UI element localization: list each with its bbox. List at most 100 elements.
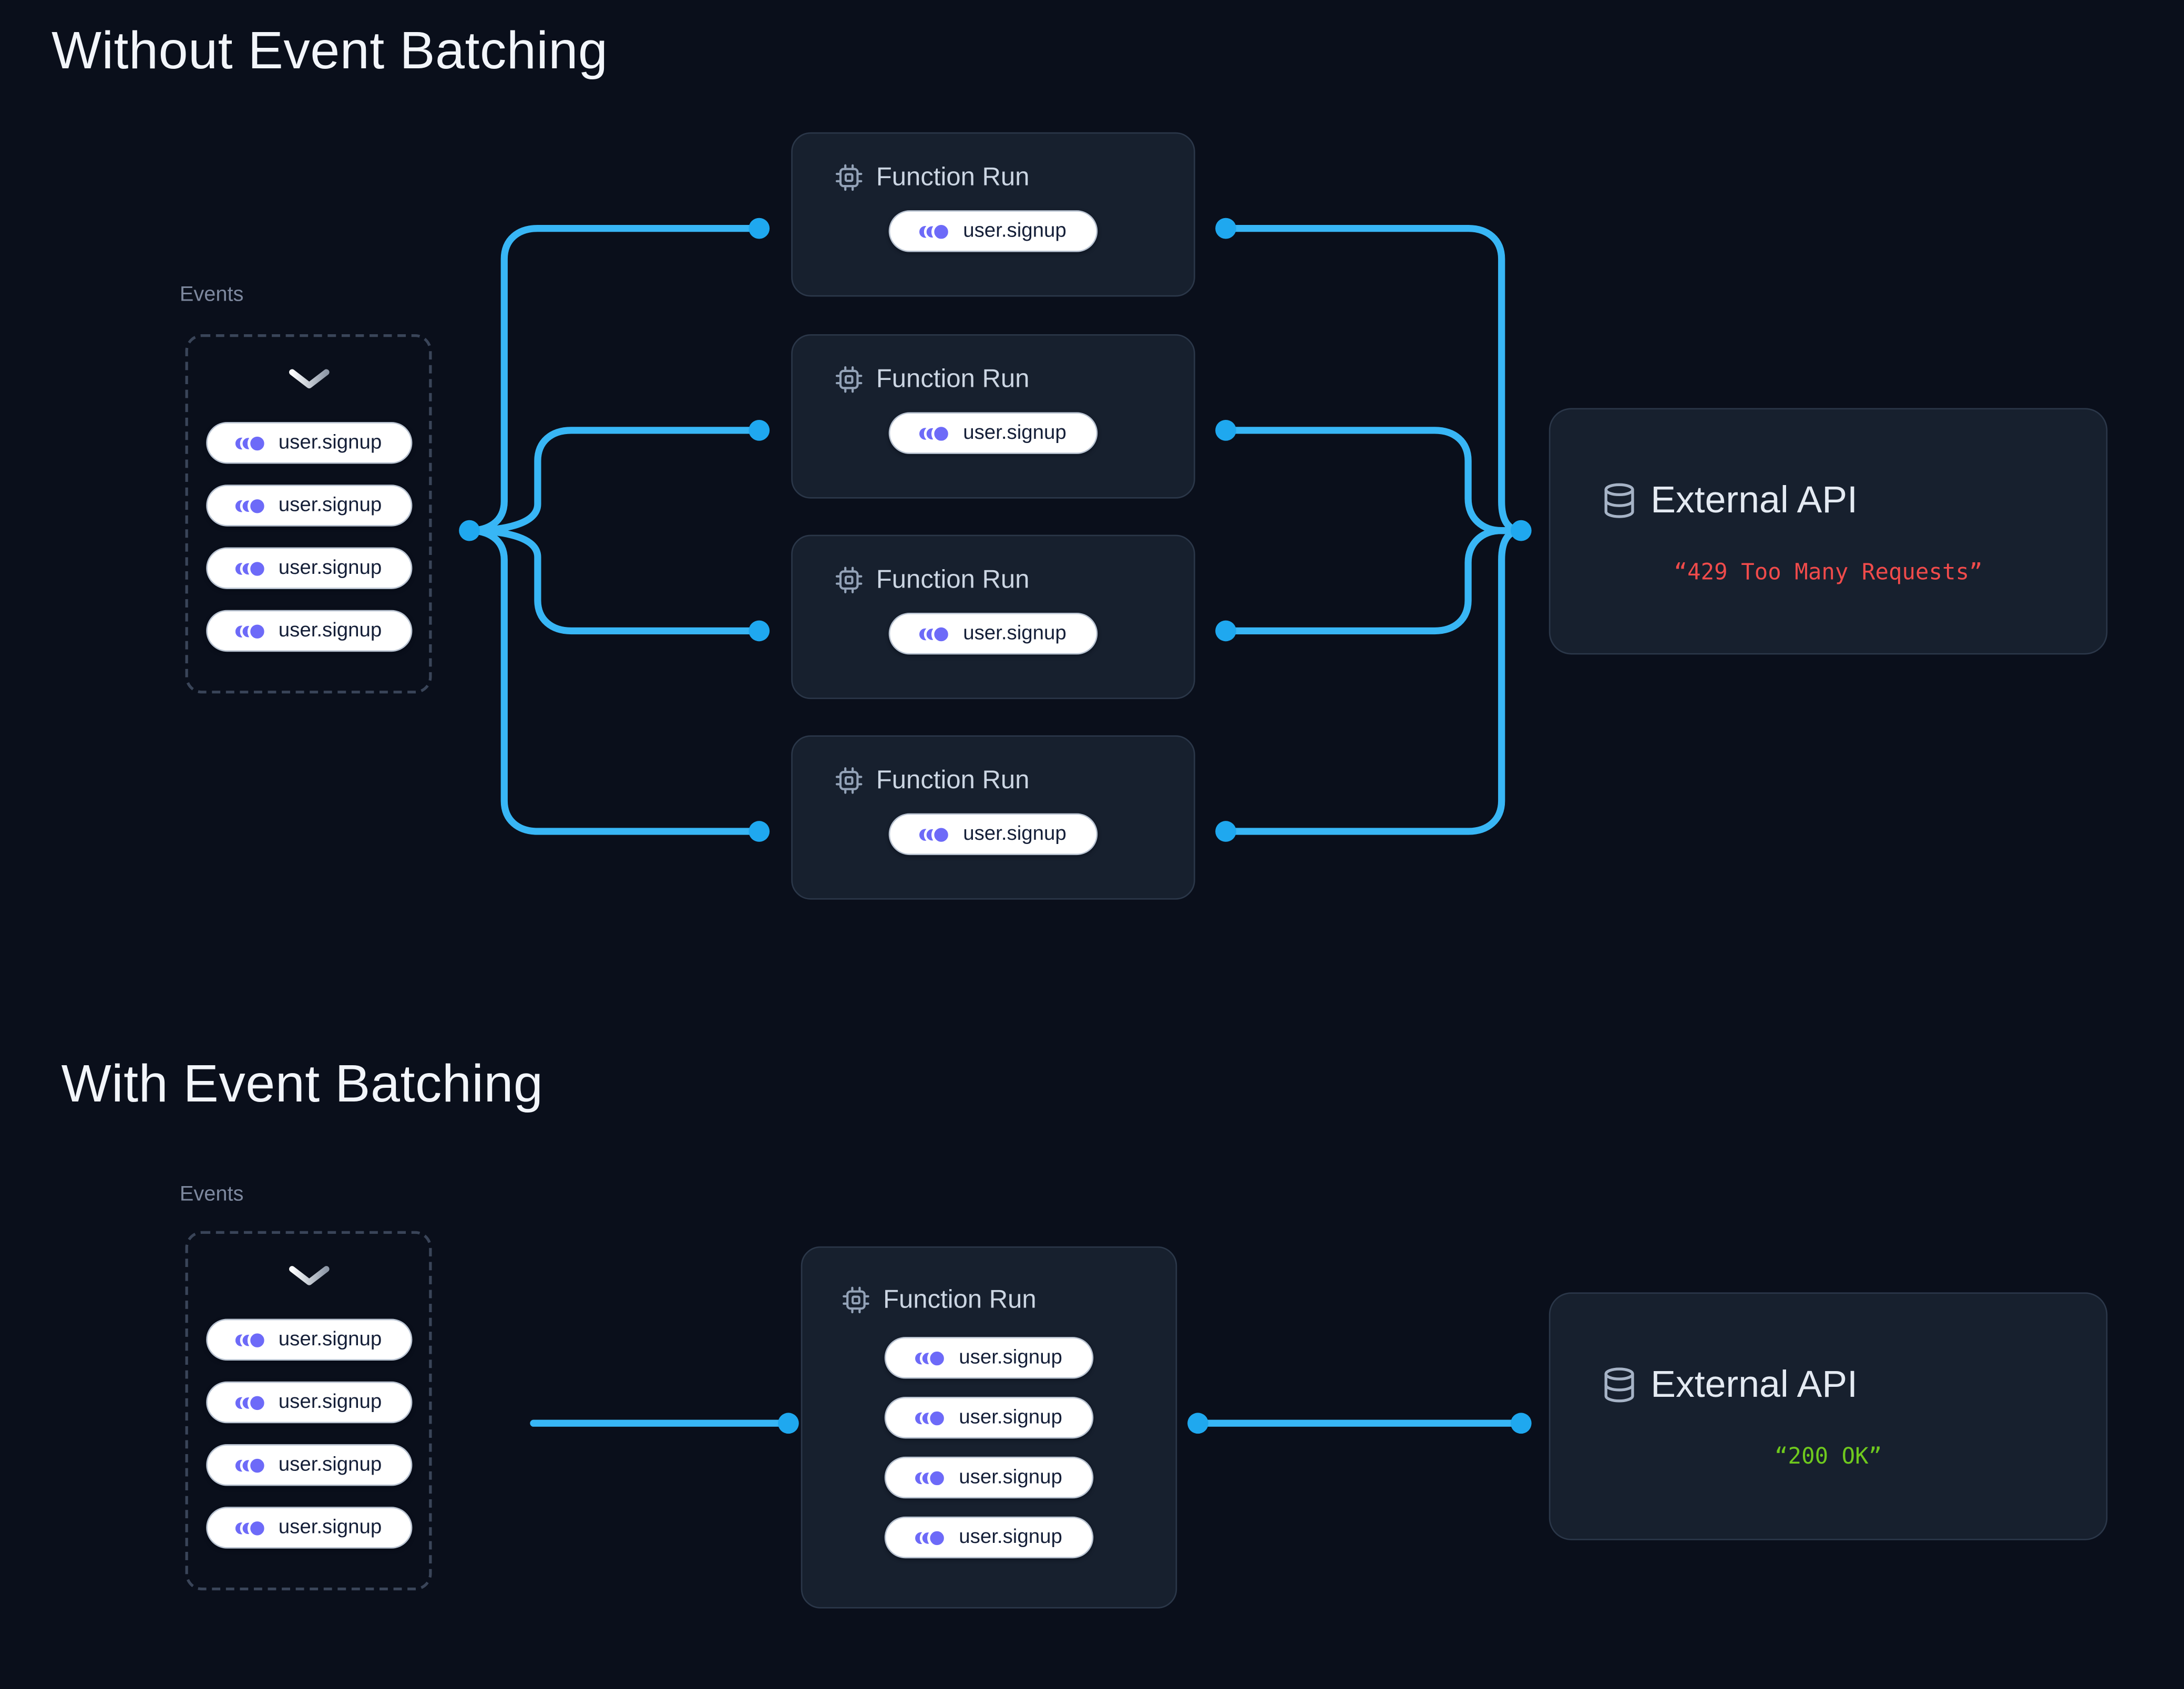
event-pill: user.signup bbox=[888, 412, 1098, 454]
cpu-icon bbox=[834, 364, 864, 394]
api-status-200: “200 OK” bbox=[1775, 1443, 1882, 1469]
event-icon bbox=[235, 495, 269, 516]
external-api-card: External API “200 OK” bbox=[1549, 1292, 2108, 1540]
event-pill-label: user.signup bbox=[963, 220, 1067, 243]
wire-fanin-1 bbox=[1222, 224, 1525, 534]
node-dot bbox=[1215, 821, 1236, 842]
event-pill: user.signup bbox=[884, 1337, 1094, 1379]
database-icon bbox=[1601, 1365, 1638, 1405]
node-dot bbox=[748, 821, 770, 842]
event-pill: user.signup bbox=[884, 1516, 1094, 1559]
events-label: Events bbox=[179, 282, 244, 306]
event-pill-label: user.signup bbox=[278, 620, 382, 642]
node-dot bbox=[1187, 1413, 1208, 1434]
node-dot bbox=[1215, 218, 1236, 239]
event-pill: user.signup bbox=[888, 210, 1098, 252]
external-api-card: External API “429 Too Many Requests” bbox=[1549, 408, 2108, 655]
event-pill: user.signup bbox=[888, 813, 1098, 856]
event-pill: user.signup bbox=[205, 610, 412, 652]
function-run-header: Function Run bbox=[842, 1284, 1176, 1314]
event-pill-label: user.signup bbox=[278, 1454, 382, 1476]
node-dot bbox=[1510, 1413, 1532, 1434]
function-run-card-batched: Function Run user.signup user.signup use… bbox=[801, 1246, 1177, 1609]
event-pill: user.signup bbox=[205, 1381, 412, 1424]
node-dot bbox=[748, 218, 770, 239]
event-icon bbox=[920, 423, 953, 444]
function-run-card: Function Run user.signup bbox=[791, 534, 1195, 699]
external-api-title: External API bbox=[1650, 1363, 1858, 1405]
section-title-with-batching: With Event Batching bbox=[61, 1055, 544, 1114]
event-pill: user.signup bbox=[888, 613, 1098, 655]
event-icon bbox=[235, 432, 269, 454]
event-pill-label: user.signup bbox=[959, 1346, 1062, 1369]
cpu-icon bbox=[834, 765, 864, 795]
events-group: user.signup user.signup user.signup user… bbox=[185, 334, 432, 694]
event-pill: user.signup bbox=[205, 1319, 412, 1361]
function-run-title: Function Run bbox=[876, 161, 1030, 191]
wire-fanout-4 bbox=[466, 527, 763, 835]
section-title-without-batching: Without Event Batching bbox=[52, 22, 608, 81]
event-pill-label: user.signup bbox=[278, 1391, 382, 1414]
chevron-down-icon bbox=[285, 365, 332, 393]
event-icon bbox=[920, 623, 953, 644]
function-run-header: Function Run bbox=[834, 161, 1194, 192]
event-pill-label: user.signup bbox=[278, 494, 382, 517]
event-icon bbox=[235, 558, 269, 579]
database-icon bbox=[1601, 480, 1638, 521]
events-label: Events bbox=[179, 1182, 244, 1206]
cpu-icon bbox=[834, 565, 864, 594]
event-icon bbox=[235, 1329, 269, 1350]
event-pill-label: user.signup bbox=[963, 823, 1067, 846]
event-icon bbox=[920, 221, 953, 242]
event-pill: user.signup bbox=[205, 547, 412, 589]
function-run-title: Function Run bbox=[883, 1284, 1037, 1313]
event-pill-label: user.signup bbox=[278, 431, 382, 454]
event-pill: user.signup bbox=[205, 485, 412, 527]
function-run-title: Function Run bbox=[876, 363, 1030, 393]
node-dot bbox=[748, 620, 770, 642]
event-icon bbox=[916, 1467, 949, 1488]
event-pill-label: user.signup bbox=[278, 1328, 382, 1351]
external-api-title: External API bbox=[1650, 479, 1858, 521]
event-icon bbox=[235, 1517, 269, 1538]
event-pill: user.signup bbox=[884, 1396, 1094, 1439]
event-pill-label: user.signup bbox=[278, 557, 382, 580]
node-dot bbox=[748, 419, 770, 441]
cpu-icon bbox=[834, 162, 864, 192]
event-icon bbox=[235, 1392, 269, 1413]
event-icon bbox=[235, 1455, 269, 1476]
chevron-down-icon bbox=[285, 1262, 332, 1290]
external-api-header: External API bbox=[1601, 479, 2106, 522]
wire-fanin-2 bbox=[1222, 427, 1525, 534]
batched-pill-list: user.signup user.signup user.signup user… bbox=[802, 1337, 1175, 1559]
function-run-title: Function Run bbox=[876, 764, 1030, 794]
external-api-header: External API bbox=[1601, 1363, 2106, 1406]
node-dot bbox=[1215, 620, 1236, 642]
events-group: user.signup user.signup user.signup user… bbox=[185, 1231, 432, 1591]
wire-fanout-2 bbox=[466, 427, 763, 534]
function-run-header: Function Run bbox=[834, 364, 1194, 394]
event-icon bbox=[916, 1347, 949, 1368]
event-pill: user.signup bbox=[205, 1507, 412, 1549]
cpu-icon bbox=[842, 1285, 871, 1314]
node-dot bbox=[778, 1413, 799, 1434]
event-icon bbox=[235, 621, 269, 642]
event-pill-label: user.signup bbox=[959, 1406, 1062, 1429]
wire-fanin-4 bbox=[1222, 527, 1525, 835]
function-run-header: Function Run bbox=[834, 564, 1194, 594]
wire-fanin-3 bbox=[1222, 527, 1525, 635]
event-pill-list: user.signup user.signup user.signup user… bbox=[205, 1319, 412, 1549]
function-run-card: Function Run user.signup bbox=[791, 735, 1195, 900]
function-run-card: Function Run user.signup bbox=[791, 132, 1195, 297]
function-run-card: Function Run user.signup bbox=[791, 334, 1195, 499]
node-dot bbox=[1510, 520, 1532, 541]
event-icon bbox=[920, 823, 953, 845]
event-pill-label: user.signup bbox=[963, 622, 1067, 645]
node-dot bbox=[1215, 419, 1236, 441]
event-pill: user.signup bbox=[205, 421, 412, 464]
function-run-title: Function Run bbox=[876, 564, 1030, 593]
node-dot bbox=[459, 520, 480, 541]
function-run-header: Function Run bbox=[834, 765, 1194, 795]
api-status-429: “429 Too Many Requests” bbox=[1674, 558, 1983, 585]
